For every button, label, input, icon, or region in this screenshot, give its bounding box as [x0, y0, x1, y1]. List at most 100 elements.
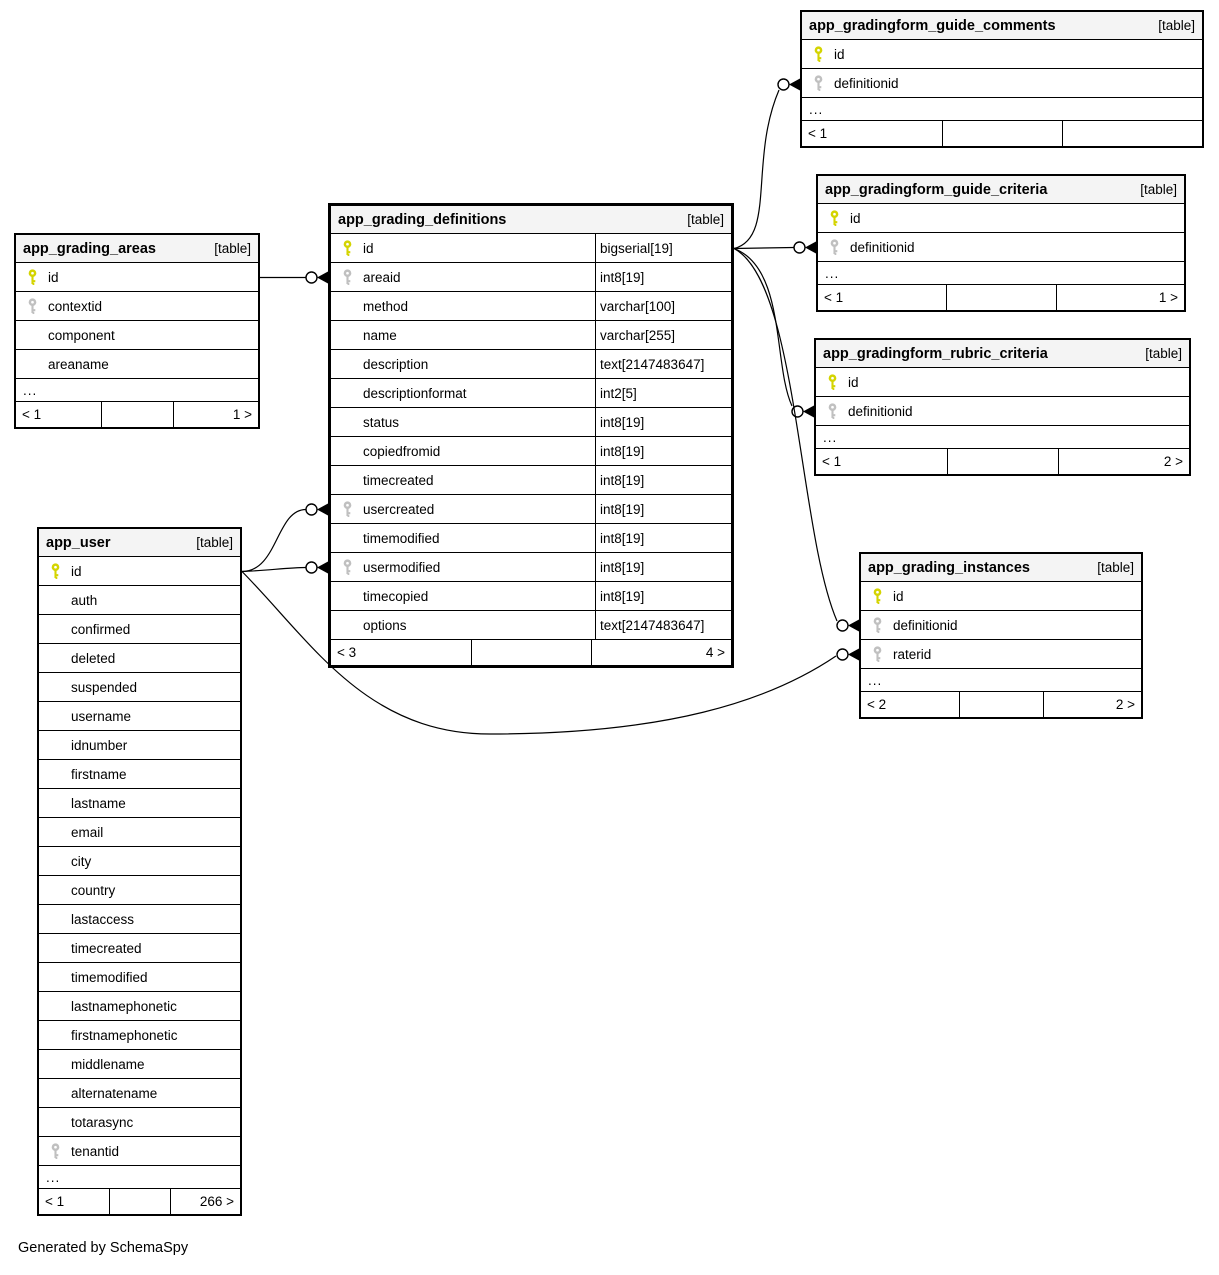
footer-child-count: 2 > — [1043, 692, 1141, 717]
footer-parent-count: < 1 — [45, 1194, 65, 1209]
footer-middle-cell — [100, 402, 174, 427]
column-row: id — [16, 263, 258, 292]
column-name: timecreated — [363, 472, 434, 488]
column-row: contextid — [16, 292, 258, 321]
primary-key-icon — [813, 45, 824, 63]
column-type: int2[5] — [595, 379, 731, 407]
column-name: country — [71, 882, 116, 898]
column-name: contextid — [48, 298, 103, 314]
column-row: email — [39, 818, 240, 847]
column-name: id — [834, 46, 845, 62]
column-name: options — [363, 617, 407, 633]
column-name: id — [363, 240, 374, 256]
table-footer: < 1 1 > — [16, 402, 258, 427]
column-row: suspended — [39, 673, 240, 702]
table-node-app-gradingform-rubric-criteria[interactable]: app_gradingform_rubric_criteria[table]id… — [814, 338, 1191, 476]
table-title[interactable]: app_gradingform_guide_criteria — [825, 181, 1048, 198]
column-name: description — [363, 356, 429, 372]
column-type: int8[19] — [595, 437, 731, 465]
column-row: tenantid — [39, 1137, 240, 1166]
footer-parent-count: < 1 — [808, 126, 828, 141]
column-name: lastaccess — [71, 911, 135, 927]
column-name: timecreated — [71, 940, 142, 956]
footer-middle-cell — [109, 1189, 169, 1214]
column-type: text[2147483647] — [595, 350, 731, 378]
column-type: varchar[255] — [595, 321, 731, 349]
column-row: confirmed — [39, 615, 240, 644]
table-node-app-grading-areas[interactable]: app_grading_areas [table] id contextid compo… — [14, 233, 260, 429]
foreign-key-icon — [872, 645, 883, 663]
table-type-tag: [table] — [687, 212, 724, 227]
column-name: timemodified — [71, 969, 148, 985]
column-row: definitionid — [861, 611, 1141, 640]
table-title[interactable]: app_grading_definitions — [338, 211, 507, 228]
column-row: id — [861, 582, 1141, 611]
foreign-key-icon — [827, 402, 838, 420]
column-row: username — [39, 702, 240, 731]
column-name: deleted — [71, 650, 116, 666]
column-name: definitionid — [848, 403, 913, 419]
footer-middle-cell — [959, 692, 1043, 717]
column-row: deleted — [39, 644, 240, 673]
column-name: confirmed — [71, 621, 131, 637]
table-type-tag: [table] — [214, 241, 251, 256]
foreign-key-icon — [829, 238, 840, 256]
table-title[interactable]: app_grading_instances — [868, 559, 1030, 576]
table-type-tag: [table] — [1140, 182, 1177, 197]
column-name: status — [363, 414, 400, 430]
connector-definitions-to-instances — [733, 247, 859, 632]
column-name: areaname — [48, 356, 109, 372]
column-name: usermodified — [363, 559, 441, 575]
primary-key-icon — [872, 587, 883, 605]
column-row: lastaccess — [39, 905, 240, 934]
footer-child-count — [1062, 121, 1202, 146]
primary-key-icon — [50, 562, 61, 580]
table-title[interactable]: app_gradingform_rubric_criteria — [823, 345, 1048, 362]
primary-key-icon — [342, 239, 353, 257]
footer-child-count: 4 > — [591, 640, 731, 665]
column-row: definitionid — [816, 397, 1189, 426]
column-name: username — [71, 708, 132, 724]
column-row: firstname — [39, 760, 240, 789]
column-name: firstnamephonetic — [71, 1027, 178, 1043]
column-row: totarasync — [39, 1108, 240, 1137]
more-columns-ellipsis: ... — [818, 262, 1184, 285]
foreign-key-icon — [50, 1142, 61, 1160]
primary-key-icon — [827, 373, 838, 391]
column-type: int8[19] — [595, 524, 731, 552]
foreign-key-icon — [342, 558, 353, 576]
column-row: timecreated — [39, 934, 240, 963]
footer-parent-count: < 1 — [22, 407, 42, 422]
foreign-key-icon — [813, 74, 824, 92]
table-title[interactable]: app_gradingform_guide_comments — [809, 17, 1056, 34]
column-name: id — [848, 374, 859, 390]
column-name: idnumber — [71, 737, 128, 753]
connector-user-to-instances-raterid — [241, 571, 859, 735]
table-header: app_gradingform_guide_criteria [table] — [818, 176, 1184, 204]
column-name: middlename — [71, 1056, 145, 1072]
primary-key-icon — [829, 209, 840, 227]
footer-child-count: 1 > — [173, 402, 258, 427]
table-title[interactable]: app_grading_areas — [23, 240, 156, 257]
column-row: definitionid — [818, 233, 1184, 262]
more-columns-ellipsis: ... — [16, 379, 258, 402]
column-name: definitionid — [834, 75, 899, 91]
column-name: component — [48, 327, 115, 343]
footer-parent-count: < 1 — [824, 290, 844, 305]
table-title[interactable]: app_user — [46, 534, 111, 551]
